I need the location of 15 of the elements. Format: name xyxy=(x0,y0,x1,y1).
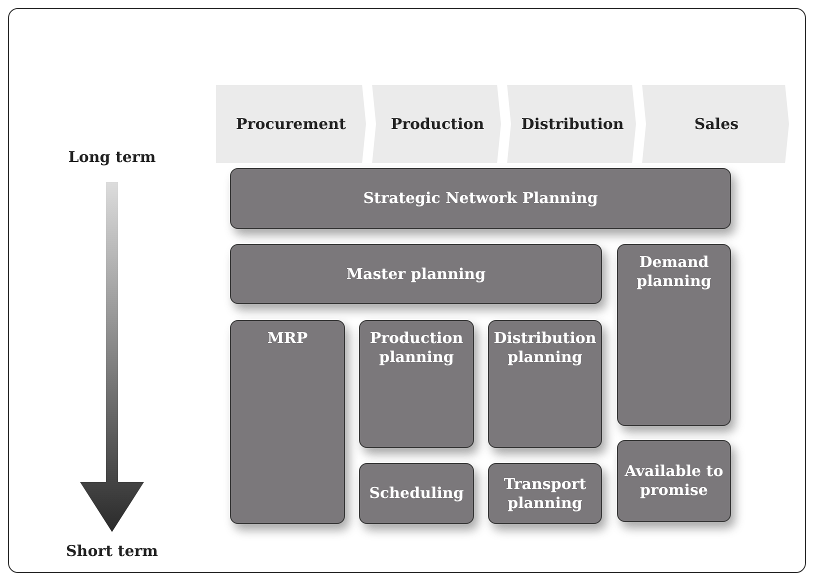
planning-module: Strategic Network Planning xyxy=(230,168,731,229)
planning-module: Demand planning xyxy=(617,244,731,426)
time-horizon-label: Long term xyxy=(68,148,156,166)
process-stage: Production xyxy=(371,84,502,164)
planning-module: Production planning xyxy=(359,320,474,448)
planning-module: Available to promise xyxy=(617,440,731,522)
planning-module: Transport planning xyxy=(488,463,602,524)
time-horizon-label: Short term xyxy=(66,542,158,560)
planning-module: Distribution planning xyxy=(488,320,602,448)
planning-module: Master planning xyxy=(230,244,602,304)
process-stage: Distribution xyxy=(506,84,637,164)
process-stage: Procurement xyxy=(215,84,367,164)
process-stage: Sales xyxy=(641,84,790,164)
planning-module: Scheduling xyxy=(359,463,474,524)
planning-module: MRP xyxy=(230,320,345,524)
